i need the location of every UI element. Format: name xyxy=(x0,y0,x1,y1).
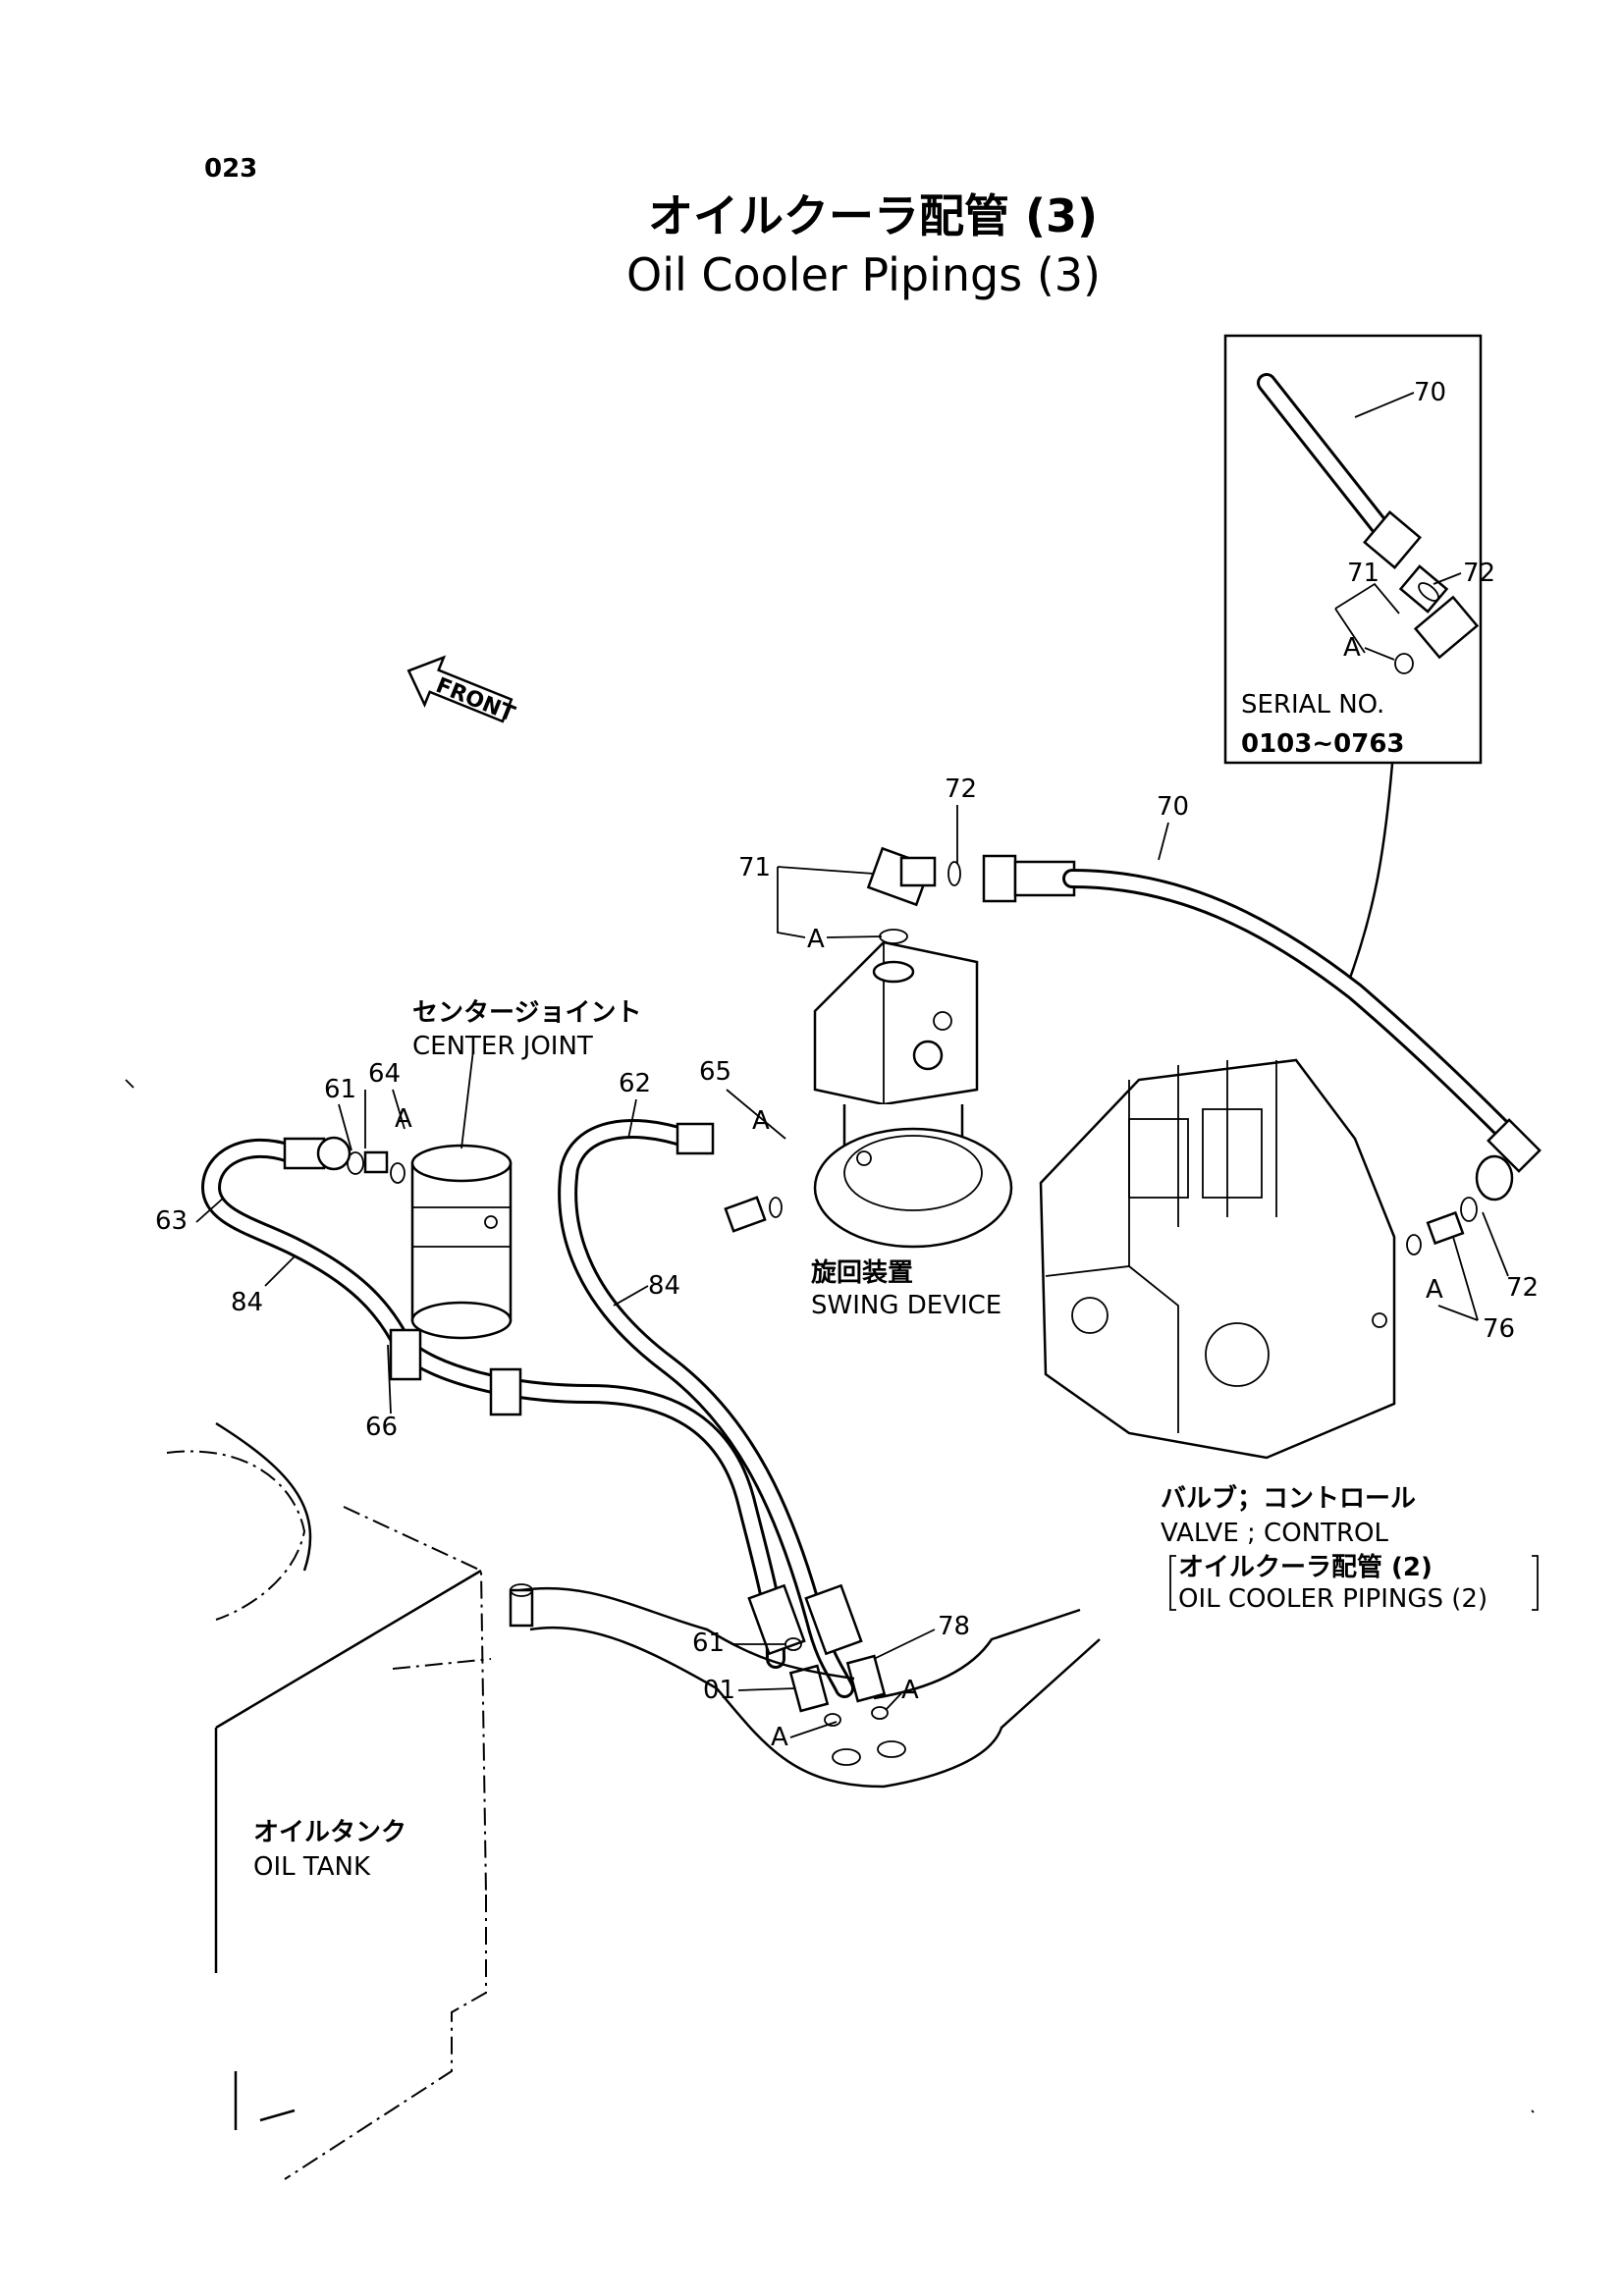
inset-callout-71: 71 xyxy=(1347,559,1380,588)
center-joint-label-jp: センタージョイント xyxy=(412,998,641,1028)
callout-78: 78 xyxy=(938,1612,970,1641)
inset-leader xyxy=(1343,763,1394,992)
inset-callout-A: A xyxy=(1343,633,1361,663)
swing-device-label-jp: 旋回装置 xyxy=(811,1258,913,1288)
callout-A-65: A xyxy=(752,1106,770,1136)
callout-A-01: A xyxy=(771,1723,788,1752)
callout-72-right: 72 xyxy=(1506,1273,1539,1303)
callout-61-bottom: 61 xyxy=(692,1629,725,1658)
callout-A-64: A xyxy=(395,1104,412,1134)
swing-device xyxy=(813,846,1013,1249)
callout-A-78: A xyxy=(901,1676,919,1705)
callout-66: 66 xyxy=(365,1413,398,1442)
page-number: 023 xyxy=(204,154,257,184)
swing-device-label-en: SWING DEVICE xyxy=(811,1291,1001,1320)
oil-tank xyxy=(166,1421,1101,2180)
oil-cooler-ref-jp: オイルクーラ配管 (2) xyxy=(1178,1553,1433,1582)
callout-70-main: 70 xyxy=(1157,792,1189,822)
valve-label-jp: バルブ；コントロール xyxy=(1161,1483,1416,1514)
callout-65: 65 xyxy=(699,1057,731,1087)
hose-70 xyxy=(982,854,1542,1201)
center-joint-label-en: CENTER JOINT xyxy=(412,1032,593,1061)
oil-cooler-ref-en: OIL COOLER PIPINGS (2) xyxy=(1178,1584,1488,1614)
inset-serial-label: SERIAL NO. xyxy=(1241,690,1384,720)
front-label: FRONT xyxy=(432,673,517,727)
callout-64: 64 xyxy=(368,1059,401,1089)
callout-01: 01 xyxy=(703,1676,735,1705)
callout-A-71: A xyxy=(807,925,825,954)
callout-62: 62 xyxy=(619,1069,651,1098)
title-japanese: オイルクーラ配管 (3) xyxy=(648,189,1098,242)
callout-84-left: 84 xyxy=(231,1288,263,1317)
callout-A-76: A xyxy=(1426,1275,1443,1305)
inset-callout-70: 70 xyxy=(1414,378,1446,407)
serial-inset: 70 71 72 A SERIAL NO. 0103~0763 xyxy=(1223,334,1495,765)
callout-71-main: 71 xyxy=(738,853,771,882)
callout-76: 76 xyxy=(1483,1314,1515,1344)
oil-tank-label-jp: オイルタンク xyxy=(253,1818,406,1847)
control-valve xyxy=(1039,1058,1478,1460)
inset-frame xyxy=(1223,334,1483,765)
inset-serial-range: 0103~0763 xyxy=(1241,729,1405,759)
front-arrow-icon: FRONT xyxy=(406,655,518,727)
fitting-78 xyxy=(845,1654,887,1703)
inset-callout-72: 72 xyxy=(1463,559,1495,588)
center-joint xyxy=(410,1049,513,1340)
oil-tank-label-en: OIL TANK xyxy=(253,1852,371,1882)
valve-label-en: VALVE ; CONTROL xyxy=(1161,1519,1389,1548)
callout-61-left: 61 xyxy=(324,1075,356,1104)
callout-84-mid: 84 xyxy=(648,1271,680,1301)
title-english: Oil Cooler Pipings (3) xyxy=(626,248,1101,301)
callout-63: 63 xyxy=(155,1206,188,1236)
callout-72-top: 72 xyxy=(945,774,977,804)
